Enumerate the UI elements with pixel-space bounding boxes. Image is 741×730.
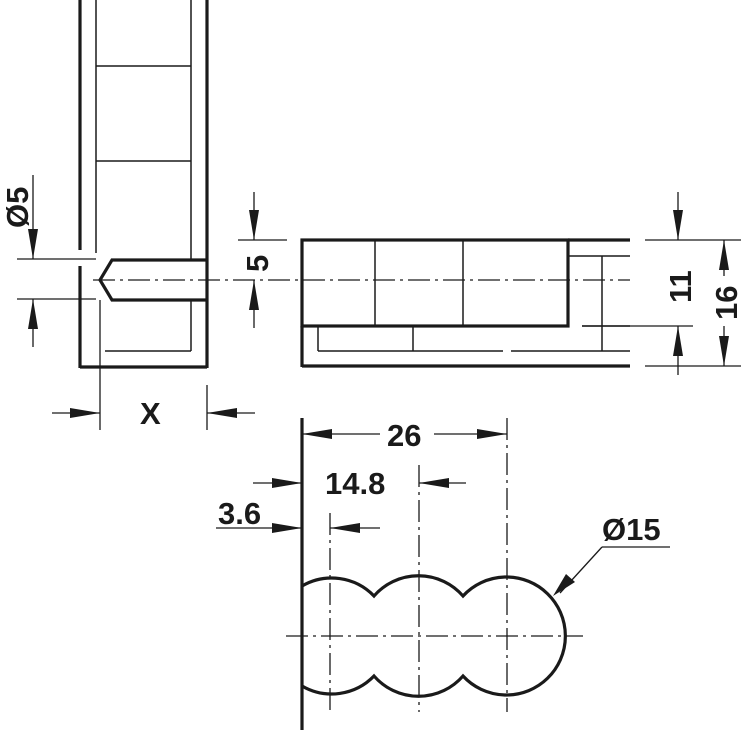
dimension-pin-diameter-label: Ø5 [0,187,35,228]
dimension-center-spacing-label: 14.8 [325,466,385,501]
panel-side-view: X Ø5 [0,0,255,431]
dimension-total-height-label: 16 [709,286,741,320]
dimension-lobe-diameter-label: Ø15 [602,512,661,547]
dimension-first-center-label: 3.6 [218,496,261,531]
connector-side-view: 5 11 16 [238,192,741,375]
dimension-overall-length-label: 26 [387,418,421,453]
dimension-body-height-label: 11 [663,270,698,303]
dimension-offset-label: 5 [240,255,275,272]
dimension-x-label: X [140,396,161,431]
connector-top-view: 26 14.8 3.6 Ø15 [216,418,670,730]
